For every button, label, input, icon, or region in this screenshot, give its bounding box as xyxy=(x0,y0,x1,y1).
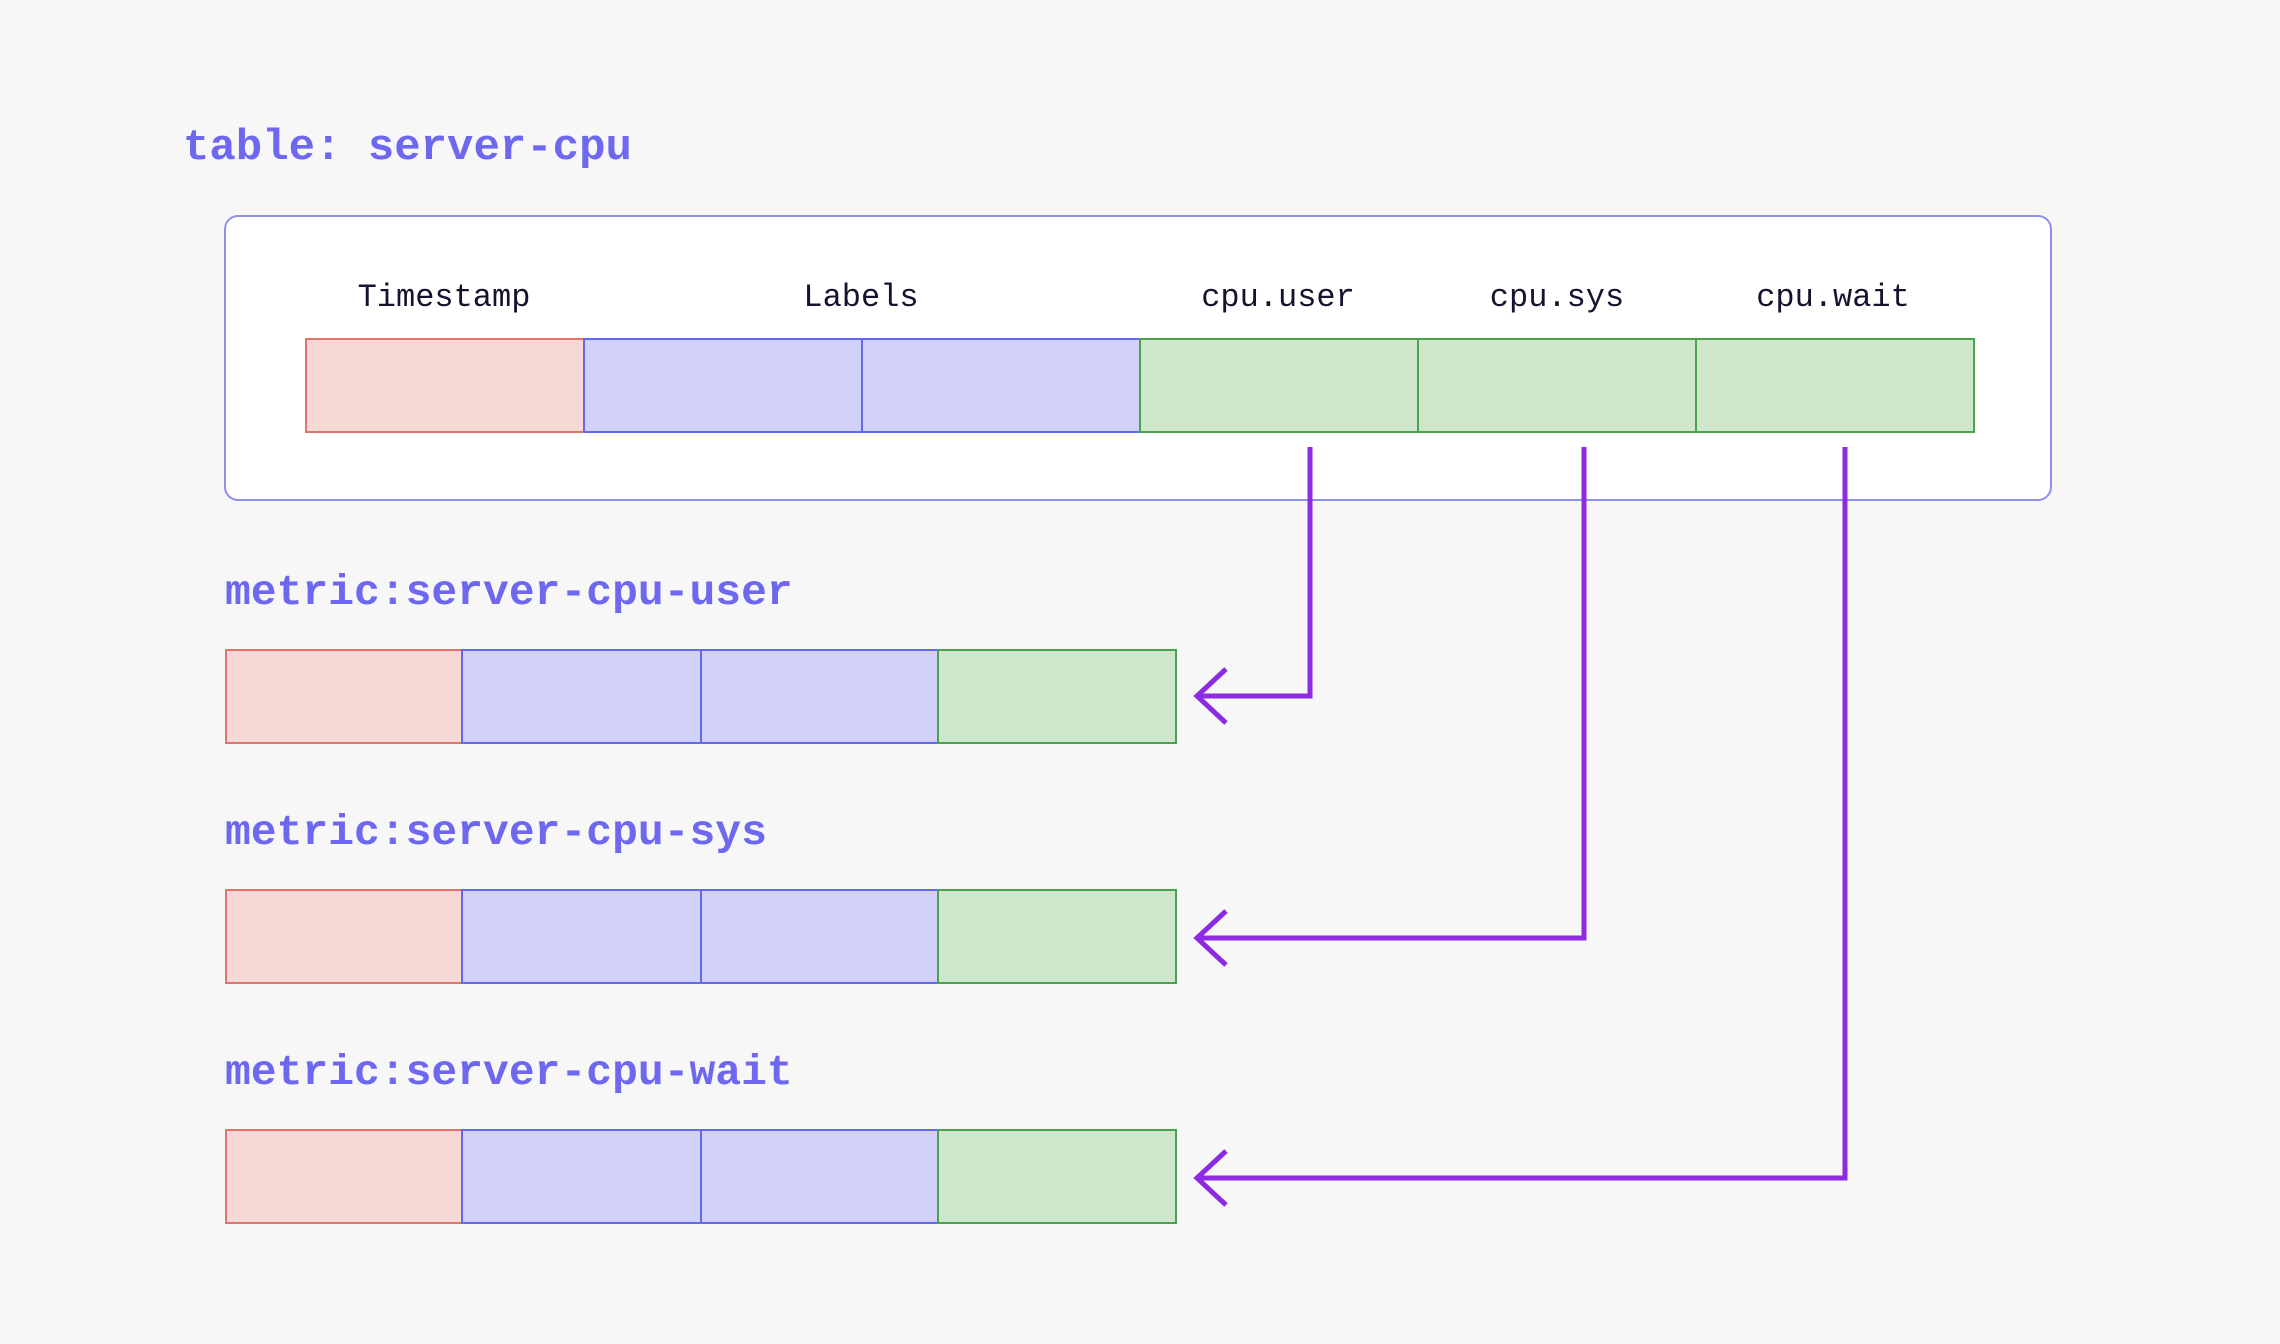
labels-cell xyxy=(461,1129,702,1224)
labels-cell xyxy=(700,649,939,744)
timestamp-cell xyxy=(225,889,463,984)
column-header-timestamp: Timestamp xyxy=(357,279,531,316)
metric-title-wait: metric:server-cpu-wait xyxy=(225,1048,793,1097)
arrow-cpu-sys-to-metric xyxy=(1193,447,1587,967)
column-header-cpu-user: cpu.user xyxy=(1201,279,1355,316)
arrow-cpu-wait-to-metric xyxy=(1193,447,1848,1207)
metric-title-user: metric:server-cpu-user xyxy=(225,568,793,617)
labels-cell xyxy=(700,1129,939,1224)
table-title: table: server-cpu xyxy=(183,123,632,173)
timestamp-cell xyxy=(225,1129,463,1224)
labels-cell xyxy=(461,889,702,984)
column-header-cpu-sys: cpu.sys xyxy=(1489,279,1625,316)
labels-cell xyxy=(461,649,702,744)
value-cell xyxy=(937,649,1177,744)
timestamp-cell xyxy=(305,338,585,433)
cpu-sys-cell xyxy=(1417,338,1697,433)
value-cell xyxy=(937,1129,1177,1224)
cpu-user-cell xyxy=(1139,338,1419,433)
metric-title-sys: metric:server-cpu-sys xyxy=(225,808,767,857)
timestamp-cell xyxy=(225,649,463,744)
column-header-cpu-wait: cpu.wait xyxy=(1756,279,1910,316)
value-cell xyxy=(937,889,1177,984)
labels-cell xyxy=(583,338,863,433)
labels-cell xyxy=(700,889,939,984)
cpu-wait-cell xyxy=(1695,338,1975,433)
column-header-labels: Labels xyxy=(803,279,919,316)
labels-cell xyxy=(861,338,1141,433)
